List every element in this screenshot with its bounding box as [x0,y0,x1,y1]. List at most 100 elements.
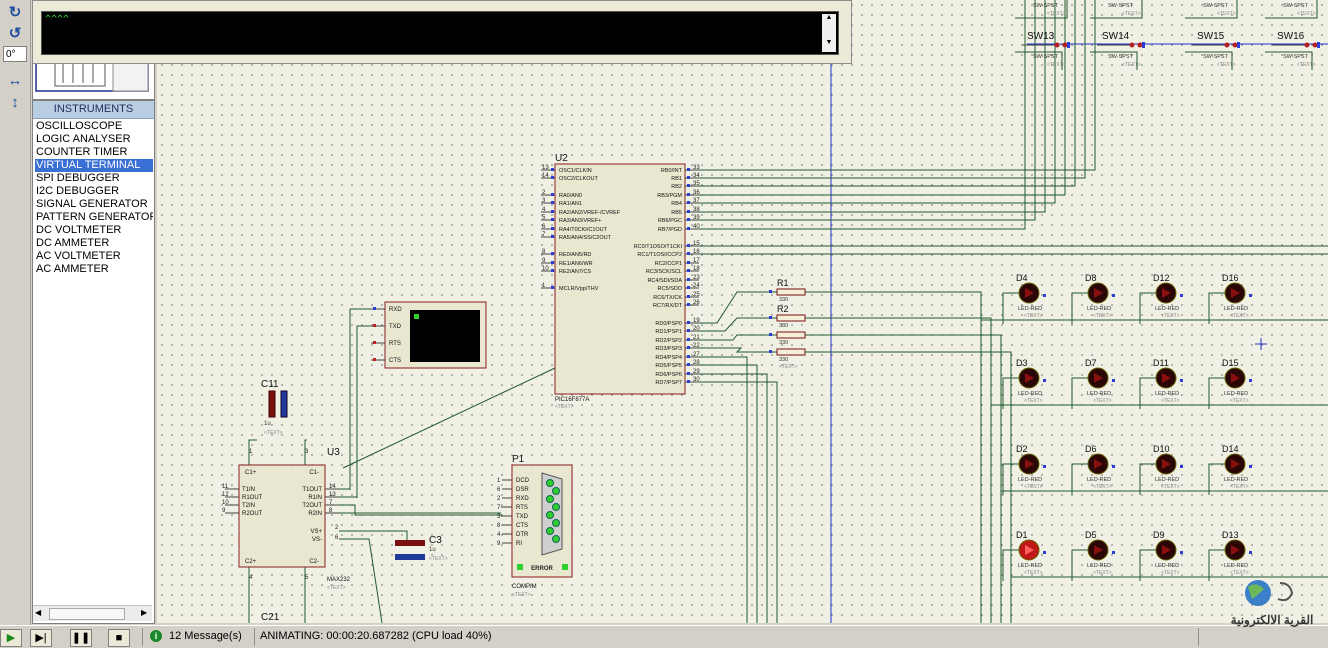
scroll-right-icon[interactable]: ▶ [141,608,148,617]
switch-ref: SW14 [1102,31,1130,42]
terminal-screen[interactable]: ^^^^ ▲ ▼ [41,11,839,55]
pin-name: RA0/AN0 [559,193,582,199]
pin-marker [687,210,690,213]
terminal-scrollbar[interactable]: ▲ ▼ [822,14,836,52]
left-toolbar: ↻ ↺ 0° ↔ ↕ [0,0,31,625]
instruments-hscrollbar[interactable]: ◀ ▶ [33,605,152,621]
pin-marker [1249,551,1252,554]
pin-number: 16 [693,249,700,255]
pin-number: 2 [497,496,501,502]
rotate-counterclockwise-icon[interactable]: ↺ [8,25,22,42]
led-part: LED-RED [1155,306,1179,312]
mirror-vertical-icon[interactable]: ↕ [11,94,19,111]
instrument-item[interactable]: VIRTUAL TERMINAL [35,159,153,172]
instrument-item[interactable]: DC VOLTMETER [36,224,122,236]
instrument-item[interactable]: AC AMMETER [36,263,109,275]
c11-plate [268,390,276,418]
mirror-horizontal-icon[interactable]: ↔ [7,72,23,89]
led-part: LED-RED [1018,306,1042,312]
max232-ref: U3 [327,447,340,458]
instrument-item[interactable]: AC VOLTMETER [36,250,121,262]
db9-pin [552,487,560,495]
switch-part: SW-SPST [1203,54,1229,60]
pin-number: 13 [542,165,549,171]
rotation-input[interactable]: 0° [3,46,27,62]
wires [248,0,1328,623]
pin-name: RC5/SDO [658,286,683,292]
pin-name: RC2/CCP1 [655,261,682,267]
wire [699,0,1026,230]
pin-name: RB5 [671,210,682,216]
wire [1185,0,1238,19]
wire [699,381,778,623]
instrument-item[interactable]: COUNTER TIMER [36,146,128,158]
pin-name: RTS [516,505,528,511]
pause-icon[interactable]: ❚❚ [70,629,92,647]
pin-name: VS+ [310,529,322,535]
wire [699,373,768,623]
pin-marker [551,261,554,264]
pin-marker [1249,294,1252,297]
pin-name: RD3/PSP3 [655,346,682,352]
pin-number: 34 [693,173,700,179]
stop-icon[interactable]: ■ [108,629,130,647]
step-icon[interactable]: ▶| [30,629,52,647]
instrument-item[interactable]: PATTERN GENERATOR [36,211,153,223]
pin-name: R1IN [308,495,322,501]
instrument-item[interactable]: SIGNAL GENERATOR [36,198,148,210]
pin-marker [1180,551,1183,554]
led-symbol [1231,545,1240,555]
pin-marker [1180,379,1183,382]
led-symbol [1094,545,1103,555]
play-icon[interactable]: ▶ [0,629,22,647]
wire [699,0,1096,171]
scroll-down-icon[interactable]: ▼ [825,39,833,46]
pin-marker [1043,294,1046,297]
pin-marker [1112,379,1115,382]
pin-marker [687,184,690,187]
led-ref: D13 [1222,530,1239,540]
pin-name: RC4/SDI/SDA [647,278,682,284]
led-part: LED-RED [1224,563,1248,569]
pin-marker [687,176,690,179]
pin-name: C2+ [245,559,257,565]
instrument-item[interactable]: LOGIC ANALYSER [36,133,131,145]
pin-number: 4 [497,532,501,538]
wire [248,439,257,465]
scroll-thumb[interactable] [49,608,125,620]
wire [1139,549,1156,581]
switch-part: SW-SPST [1108,3,1134,9]
virtual-terminal-window[interactable]: ^^^^ ▲ ▼ [32,0,852,64]
messages-count[interactable]: 12 Message(s) [169,630,242,642]
rotate-clockwise-icon[interactable]: ↻ [8,4,22,21]
switch-contact [1129,42,1135,48]
wire [699,0,1056,204]
pin-marker [1067,42,1070,48]
switch-ref: SW15 [1197,31,1225,42]
pin-number: 3 [497,514,501,520]
pin-marker [373,358,376,361]
scroll-up-icon[interactable]: ▲ [825,14,833,21]
pin-name: MCLR/Vpp/THV [559,286,599,292]
led-part: LED-RED [1087,306,1111,312]
instrument-item[interactable]: OSCILLOSCOPE [36,120,123,132]
pin-name: T1IN [242,487,255,493]
led-symbol [1025,373,1034,383]
led-symbol [1094,373,1103,383]
switch-text: <TEXT> [1297,62,1316,68]
wire [1208,292,1225,324]
instrument-item[interactable]: DC AMMETER [36,237,110,249]
switch-part: SW-SPST [1283,3,1309,9]
vterm-cursor [414,314,419,319]
pin-number: 10 [542,266,549,272]
instrument-item[interactable]: SPI DEBUGGER [36,172,120,184]
led-part: LED-RED [1087,391,1111,397]
db9-pin [546,511,554,519]
pin-number: 19 [693,318,700,324]
pin-marker [551,210,554,213]
pin-marker [687,338,690,341]
instrument-item[interactable]: I2C DEBUGGER [36,185,120,197]
scroll-left-icon[interactable]: ◀ [35,608,42,617]
resistor-value: 330 [779,297,788,303]
